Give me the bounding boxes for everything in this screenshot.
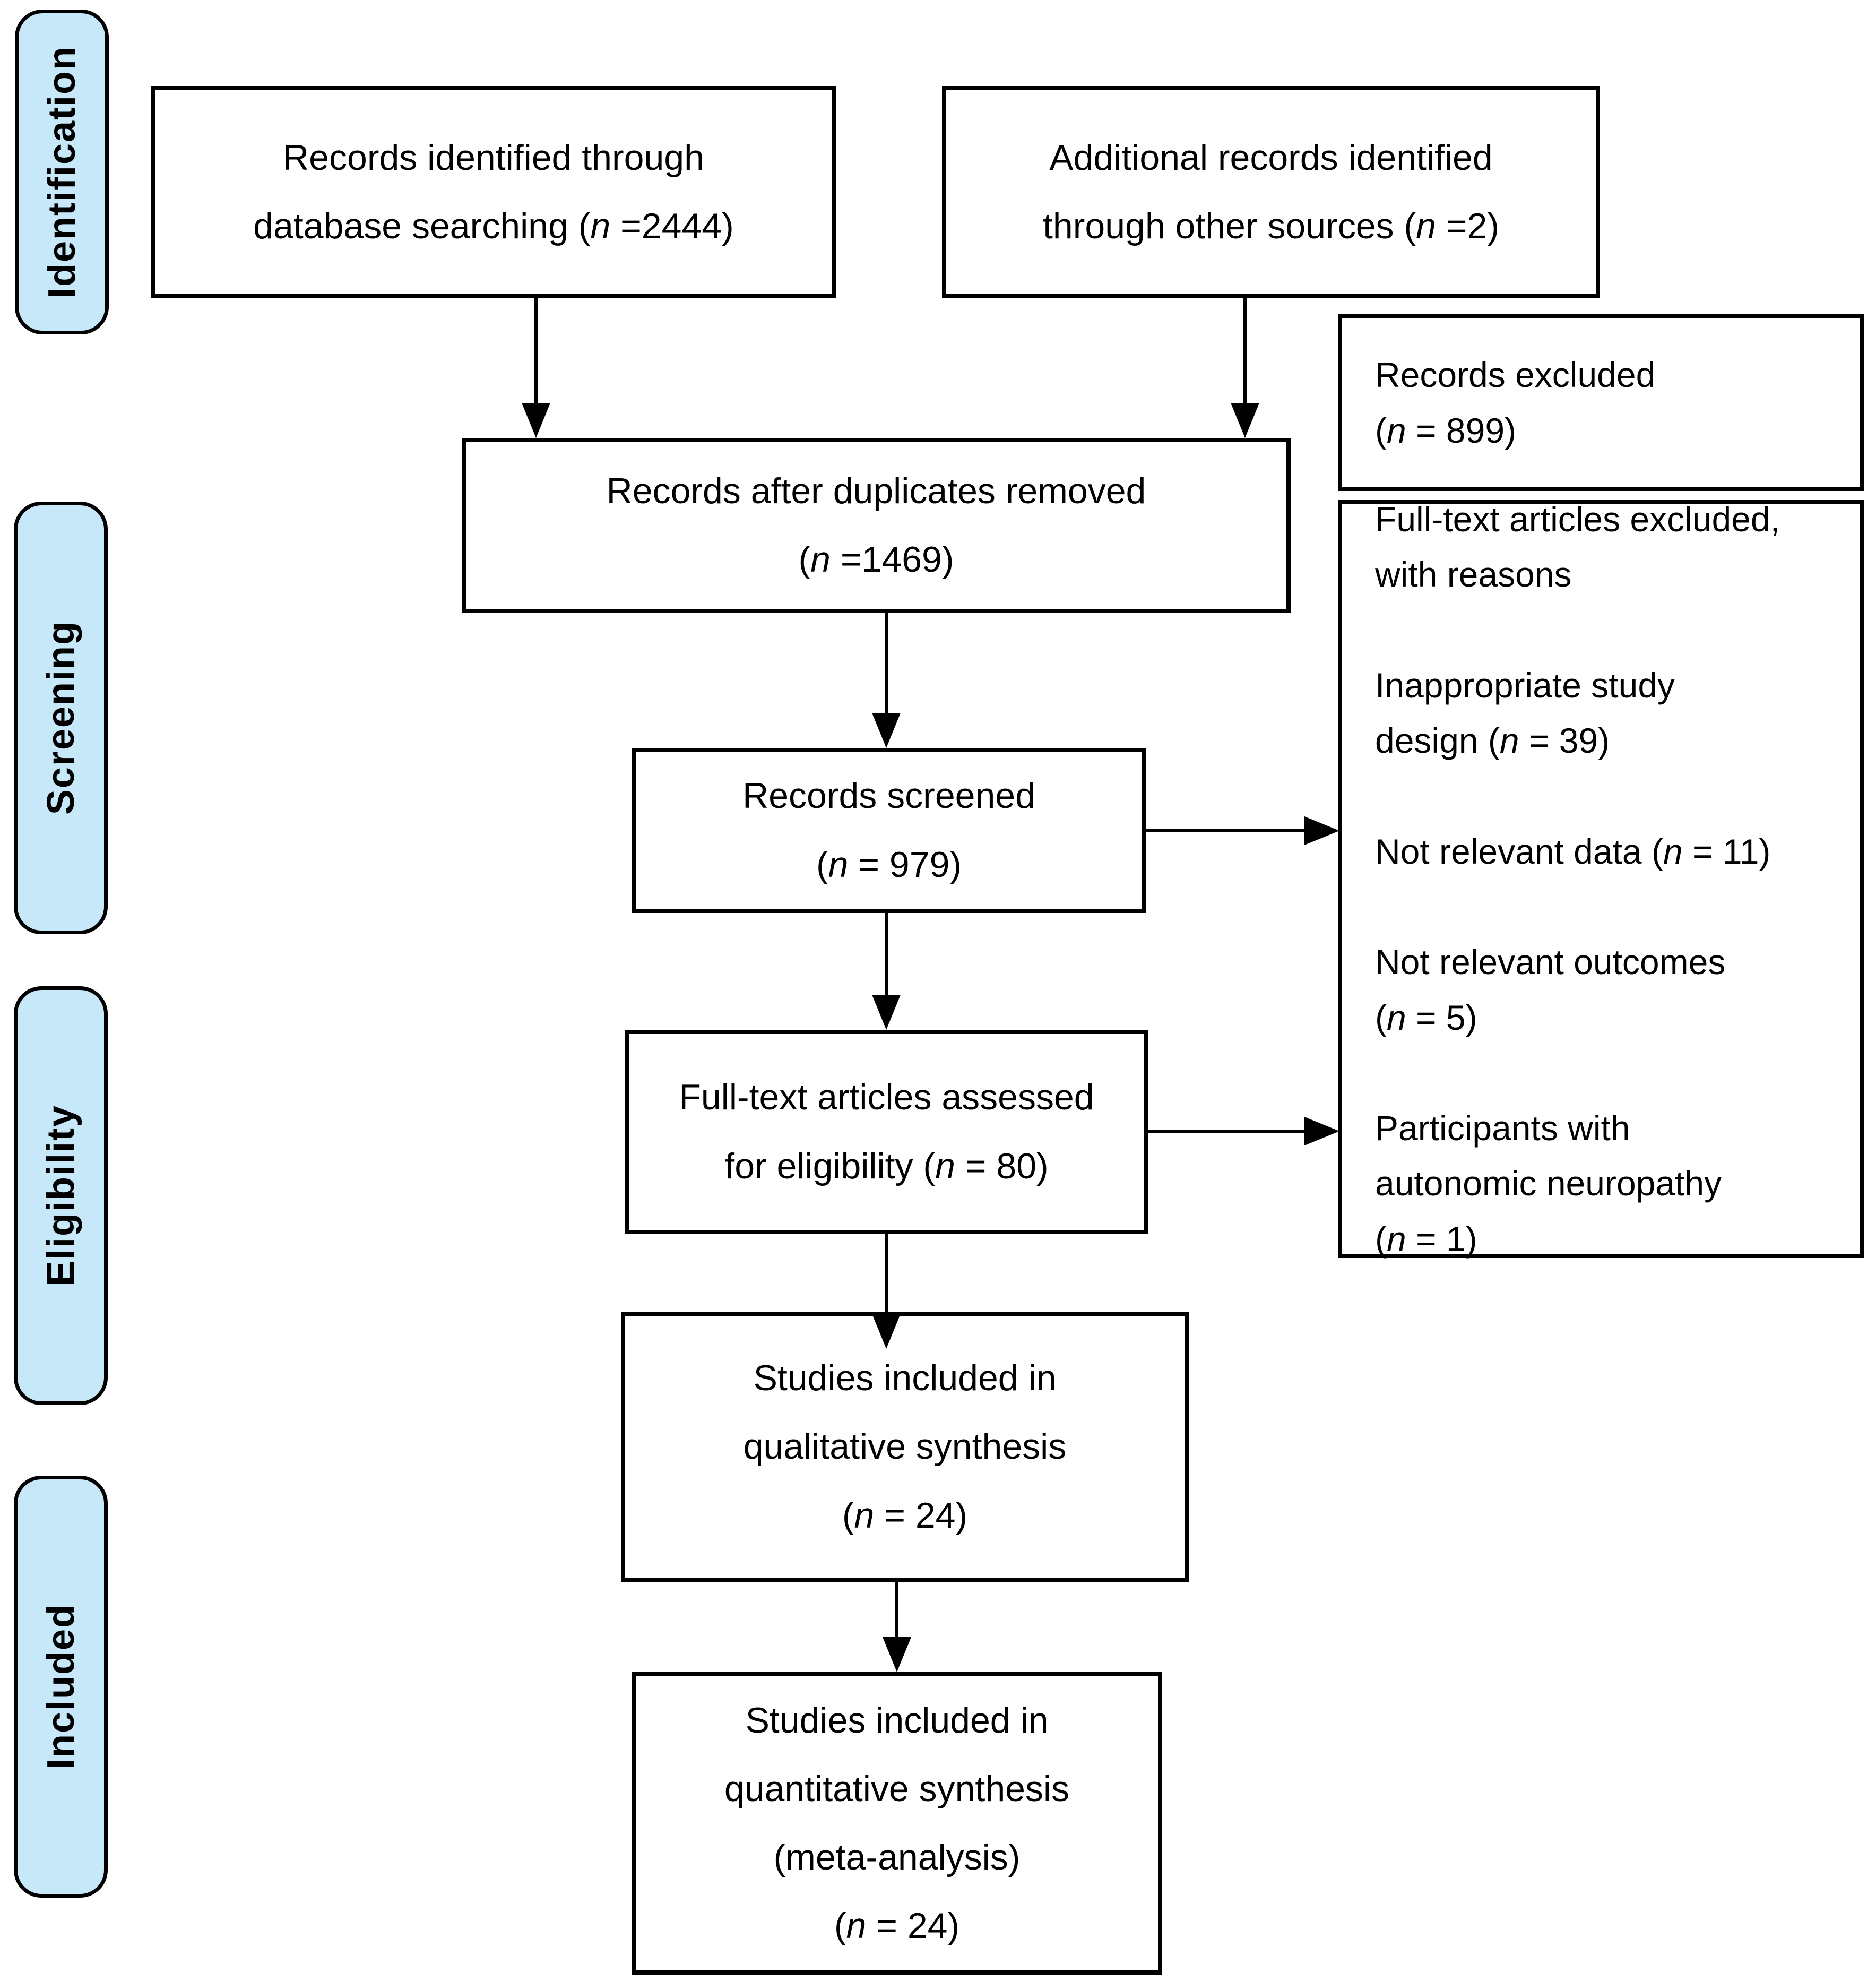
box-text-line: qualitative synthesis: [743, 1426, 1067, 1467]
arrowhead-identified-to-duplicates: [522, 403, 550, 438]
arrow-line-additional-to-duplicates: [1243, 298, 1247, 403]
box-text-line: [1375, 602, 1385, 658]
box-text-line: Studies included in: [745, 1700, 1049, 1741]
box-text-line: with reasons: [1375, 555, 1572, 595]
box-text-line: [1375, 768, 1385, 823]
box-fulltext-assessed: Full-text articles assessed for eligibili…: [625, 1030, 1148, 1234]
box-text-line: through other sources (n =2): [1043, 206, 1499, 246]
stage-pill-identification: Identification: [15, 10, 109, 334]
box-text-line: design (n = 39): [1375, 721, 1610, 761]
box-text-line: for eligibility (n = 80): [724, 1145, 1049, 1186]
box-records-identified: Records identified through database searc…: [151, 86, 836, 298]
stage-pill-eligibility: Eligibility: [14, 986, 108, 1405]
stage-label-eligibility: Eligibility: [39, 1105, 82, 1287]
arrowhead-assessed-to-fulltext-excluded: [1304, 1117, 1339, 1145]
arrowhead-assessed-to-qualitative: [872, 1314, 901, 1349]
box-fulltext-excluded: Full-text articles excluded, with reasons…: [1338, 499, 1864, 1259]
box-text-line: database searching (n =2444): [253, 206, 734, 246]
box-text-line: (n =1469): [798, 539, 954, 580]
box-text-line: Inappropriate study: [1375, 665, 1675, 705]
arrowhead-additional-to-duplicates: [1231, 403, 1259, 438]
stage-pill-screening: Screening: [14, 502, 108, 934]
box-text-line: (n = 899): [1375, 410, 1517, 450]
arrowhead-duplicates-to-screened: [872, 713, 901, 748]
box-duplicates-removed: Records after duplicates removed (n =1469…: [462, 438, 1291, 613]
arrowhead-screened-to-assessed: [872, 995, 901, 1030]
box-text-line: quantitative synthesis: [724, 1768, 1070, 1809]
box-text-line: (n = 5): [1375, 997, 1477, 1037]
box-text-line: autonomic neuropathy: [1375, 1164, 1722, 1203]
box-records-excluded: Records excluded (n = 899): [1338, 314, 1864, 491]
box-text-line: [1375, 879, 1385, 934]
stage-label-screening: Screening: [39, 621, 82, 815]
arrow-line-assessed-to-qualitative: [885, 1234, 888, 1314]
box-text-line: Not relevant outcomes: [1375, 942, 1726, 982]
box-text-line: (n = 1): [1375, 1219, 1477, 1259]
arrow-line-qualitative-to-quantitative: [895, 1582, 898, 1637]
arrow-line-assessed-to-fulltext-excluded: [1148, 1130, 1304, 1133]
box-quantitative-synthesis: Studies included in quantitative synthesi…: [632, 1672, 1162, 1975]
box-qualitative-synthesis: Studies included in qualitative synthesis…: [621, 1312, 1189, 1582]
box-additional-records: Additional records identified through oth…: [942, 86, 1600, 298]
box-text-line: Records excluded: [1375, 355, 1656, 395]
box-text-line: (n = 24): [834, 1906, 960, 1946]
box-text-line: (meta-analysis): [773, 1837, 1021, 1877]
box-text-line: (n = 979): [816, 844, 962, 885]
box-text-line: Records identified through: [283, 137, 704, 178]
arrowhead-screened-to-excluded: [1304, 816, 1339, 845]
box-text-line: (n = 24): [842, 1495, 968, 1536]
arrow-line-duplicates-to-screened: [885, 613, 888, 713]
arrow-line-screened-to-excluded: [1146, 829, 1304, 832]
box-text-line: Participants with: [1375, 1108, 1630, 1148]
box-text-line: Records after duplicates removed: [606, 470, 1146, 511]
box-records-screened: Records screened (n = 979): [632, 748, 1146, 913]
stage-label-identification: Identification: [40, 46, 83, 298]
arrowhead-qualitative-to-quantitative: [883, 1637, 911, 1672]
box-text-line: Full-text articles assessed: [679, 1077, 1094, 1118]
box-text-line: Additional records identified: [1049, 137, 1493, 178]
box-text-line: Records screened: [742, 776, 1035, 816]
box-text-line: [1375, 1045, 1385, 1100]
stage-label-included: Included: [39, 1604, 82, 1770]
box-text-line: Not relevant data (n = 11): [1375, 831, 1771, 871]
box-text-line: Studies included in: [753, 1358, 1057, 1399]
arrow-line-screened-to-assessed: [885, 913, 888, 995]
box-text-line: Full-text articles excluded,: [1375, 499, 1780, 539]
stage-pill-included: Included: [14, 1476, 108, 1898]
arrow-line-identified-to-duplicates: [534, 298, 538, 403]
